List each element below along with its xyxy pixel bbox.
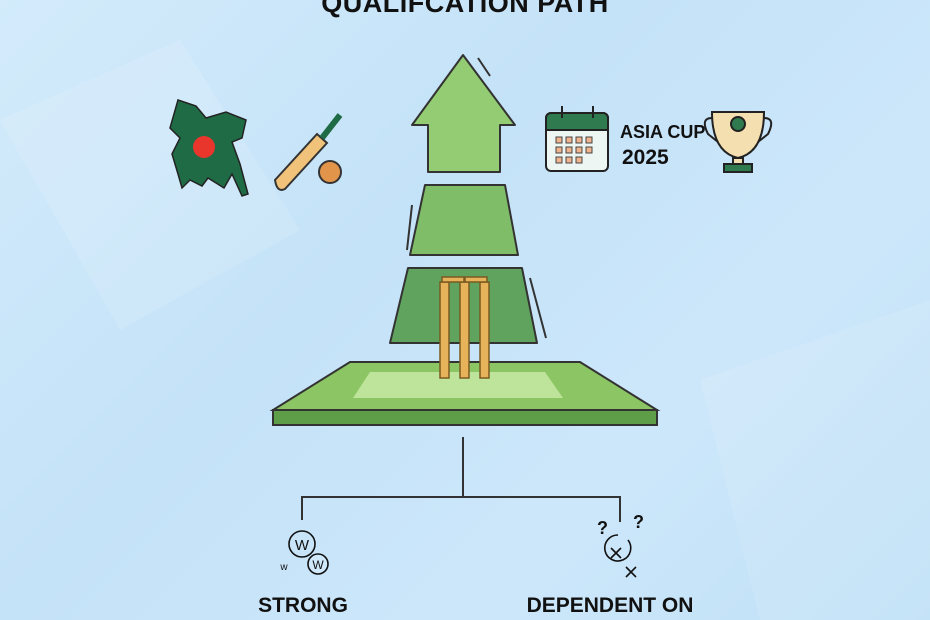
- svg-text:?: ?: [633, 512, 644, 532]
- svg-text:?: ?: [597, 518, 608, 538]
- event-year: 2025: [622, 146, 669, 169]
- uncertain-losses-icon: ? ?: [597, 512, 644, 578]
- wins-icon: W W w: [279, 530, 329, 575]
- svg-text:W: W: [295, 537, 310, 554]
- bangladesh-map-icon: [169, 99, 249, 197]
- branch-label-strong: STRONG: [258, 594, 348, 617]
- branch-label-dependent: DEPENDENT ON: [526, 594, 694, 617]
- cricket-ball-icon: [318, 160, 342, 184]
- svg-text:w: w: [279, 562, 288, 573]
- svg-text:W: W: [312, 558, 324, 572]
- event-name: ASIA CUP: [620, 122, 706, 142]
- arrow-up-icon: [389, 54, 547, 344]
- cricket-bat-icon: [273, 113, 343, 191]
- calendar-icon: [545, 106, 609, 172]
- page-title: QUALIFCATION PATH: [321, 0, 609, 18]
- trophy-icon: [703, 111, 773, 173]
- branch-lines: [301, 437, 621, 522]
- stumps-icon: [439, 276, 490, 379]
- cricket-pitch: [269, 361, 661, 426]
